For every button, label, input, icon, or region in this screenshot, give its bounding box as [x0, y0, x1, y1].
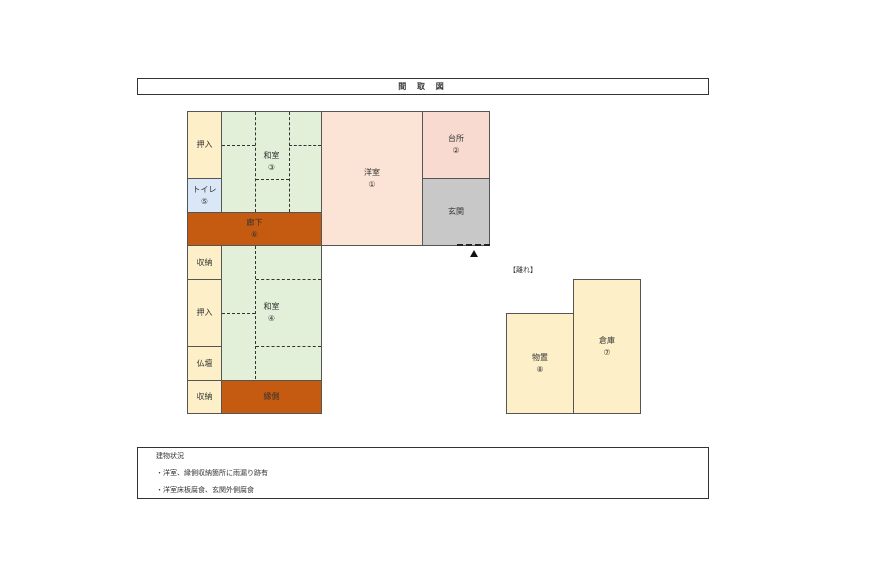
room-oshiire-top: 押入 [187, 111, 222, 179]
room-number: ② [452, 146, 460, 155]
tatami-line [289, 112, 290, 212]
room-genkan: 玄関 [422, 178, 490, 246]
room-number: ⑧ [536, 364, 544, 374]
room-label: 台所 [448, 134, 464, 143]
entrance-arrow-icon [470, 250, 478, 257]
room-label: 玄関 [448, 207, 464, 216]
room-rouka-6: 廊下 ⑥ [187, 212, 322, 246]
room-toilet-5: トイレ ⑤ [187, 178, 222, 213]
room-label: 洋室 [364, 167, 380, 177]
room-butsudan: 仏壇 [187, 346, 222, 381]
tatami-line [256, 346, 321, 347]
building-status-item: ・洋室、縁側収納箇所に雨漏り跡有 [156, 469, 268, 477]
room-label: 収納 [196, 392, 213, 401]
room-oshiire-bottom: 押入 [187, 279, 222, 347]
room-washitsu-3: 和室 ③ [221, 111, 322, 213]
building-status-item: ・洋室床板腐食、玄関外側腐食 [156, 486, 254, 494]
building-status-box: 建物状況 ・洋室、縁側収納箇所に雨漏り跡有 ・洋室床板腐食、玄関外側腐食 [137, 447, 709, 499]
room-label: 収納 [196, 257, 213, 267]
room-number: ⑥ [250, 230, 259, 239]
room-number: ③ [267, 163, 276, 172]
room-shuno-top: 収納 [187, 245, 222, 280]
room-shuno-bottom: 収納 [187, 380, 222, 414]
room-engawa: 縁側 [221, 380, 322, 414]
room-number: ① [368, 179, 376, 189]
tatami-line [256, 279, 321, 280]
room-label: 押入 [196, 140, 213, 149]
room-label: 倉庫 [599, 335, 615, 345]
room-label: 廊下 [246, 218, 263, 227]
tatami-line [222, 145, 255, 146]
room-yoshitsu-1: 洋室 ① [321, 111, 423, 246]
room-label: トイレ [192, 184, 217, 194]
room-souko-7: 倉庫 ⑦ [573, 279, 641, 414]
tatami-line [222, 313, 255, 314]
tatami-line [289, 145, 321, 146]
building-status-heading: 建物状況 [156, 452, 184, 460]
room-label: 押入 [196, 308, 213, 317]
room-number: ⑦ [603, 347, 611, 357]
tatami-line [256, 179, 289, 180]
room-monooki-8: 物置 ⑧ [506, 313, 574, 414]
room-label: 仏壇 [196, 358, 213, 368]
room-label: 物置 [532, 352, 548, 362]
room-number: ④ [267, 314, 276, 323]
room-label: 和室 [263, 151, 280, 160]
room-daidokoro-2: 台所 ② [422, 111, 490, 179]
entrance-door [457, 244, 490, 246]
room-label: 和室 [263, 302, 280, 311]
room-label: 縁側 [263, 392, 280, 401]
tatami-line [255, 112, 256, 212]
floor-plan-title: 間 取 図 [137, 78, 709, 95]
room-number: ⑤ [200, 196, 209, 206]
tatami-line [255, 246, 256, 379]
annex-label: 【離れ】 [509, 266, 537, 274]
